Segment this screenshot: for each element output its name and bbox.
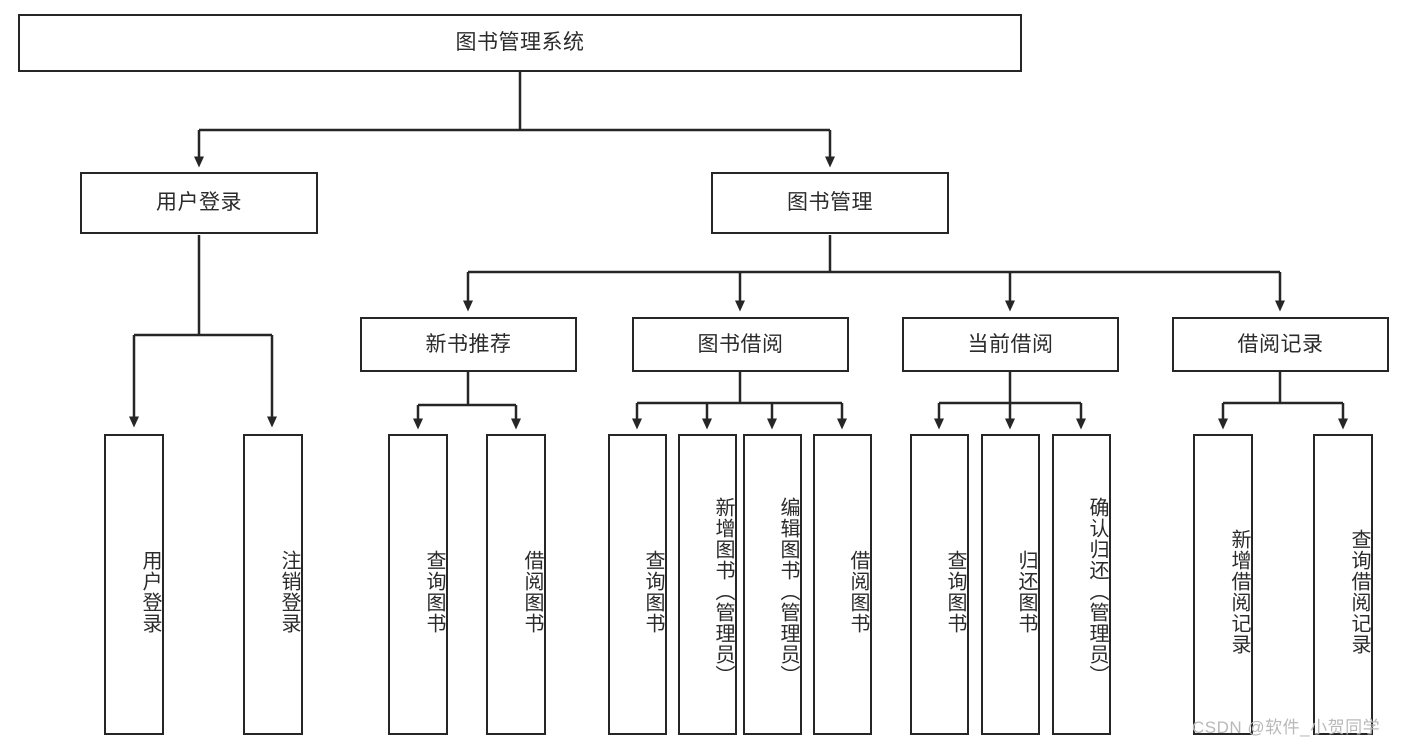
node-book-management[interactable]: 图书管理 xyxy=(711,172,949,234)
node-leaf-query-borrow-record-label: 查询借阅记录 xyxy=(1348,528,1370,655)
node-borrow-record[interactable]: 借阅记录 xyxy=(1172,317,1389,372)
node-borrow-record-label: 借阅记录 xyxy=(1237,332,1324,356)
node-leaf-query-book-1[interactable]: 查询图书 xyxy=(388,434,448,735)
node-leaf-confirm-return[interactable]: 确认归还（管理员） xyxy=(1052,434,1111,735)
node-current-borrow-label: 当前借阅 xyxy=(967,332,1054,356)
node-leaf-borrow-book-1[interactable]: 借阅图书 xyxy=(486,434,546,735)
node-user-login-label: 用户登录 xyxy=(156,191,242,215)
node-leaf-query-book-2-label: 查询图书 xyxy=(642,549,664,634)
node-leaf-borrow-book-2[interactable]: 借阅图书 xyxy=(813,434,872,735)
node-leaf-return-book-label: 归还图书 xyxy=(1015,549,1037,634)
node-root-label: 图书管理系统 xyxy=(455,31,585,55)
node-book-borrow[interactable]: 图书借阅 xyxy=(632,317,849,372)
node-leaf-logout[interactable]: 注销登录 xyxy=(243,434,303,735)
node-leaf-edit-book-label: 编辑图书（管理员） xyxy=(777,497,799,686)
node-leaf-query-borrow-record[interactable]: 查询借阅记录 xyxy=(1313,434,1373,735)
node-book-borrow-label: 图书借阅 xyxy=(697,332,784,356)
node-leaf-add-borrow-record-label: 新增借阅记录 xyxy=(1228,528,1250,655)
node-user-login[interactable]: 用户登录 xyxy=(80,172,318,234)
node-new-book-recommend-label: 新书推荐 xyxy=(425,332,512,356)
node-leaf-borrow-book-1-label: 借阅图书 xyxy=(521,549,543,634)
node-leaf-query-book-2[interactable]: 查询图书 xyxy=(608,434,667,735)
node-leaf-return-book[interactable]: 归还图书 xyxy=(981,434,1040,735)
node-leaf-add-book[interactable]: 新增图书（管理员） xyxy=(678,434,737,735)
node-leaf-add-borrow-record[interactable]: 新增借阅记录 xyxy=(1193,434,1253,735)
node-leaf-logout-label: 注销登录 xyxy=(278,549,300,634)
node-leaf-add-book-label: 新增图书（管理员） xyxy=(712,497,734,686)
node-book-management-label: 图书管理 xyxy=(787,191,873,215)
node-new-book-recommend[interactable]: 新书推荐 xyxy=(360,317,577,372)
node-root-book-management-system[interactable]: 图书管理系统 xyxy=(18,14,1022,72)
node-leaf-edit-book[interactable]: 编辑图书（管理员） xyxy=(743,434,802,735)
node-current-borrow[interactable]: 当前借阅 xyxy=(902,317,1119,372)
node-leaf-user-login[interactable]: 用户登录 xyxy=(104,434,164,735)
node-leaf-query-book-3[interactable]: 查询图书 xyxy=(910,434,969,735)
node-leaf-borrow-book-2-label: 借阅图书 xyxy=(847,549,869,634)
node-leaf-confirm-return-label: 确认归还（管理员） xyxy=(1086,497,1108,686)
node-leaf-query-book-1-label: 查询图书 xyxy=(423,549,445,634)
node-leaf-query-book-3-label: 查询图书 xyxy=(944,549,966,634)
node-leaf-user-login-label: 用户登录 xyxy=(139,549,161,634)
